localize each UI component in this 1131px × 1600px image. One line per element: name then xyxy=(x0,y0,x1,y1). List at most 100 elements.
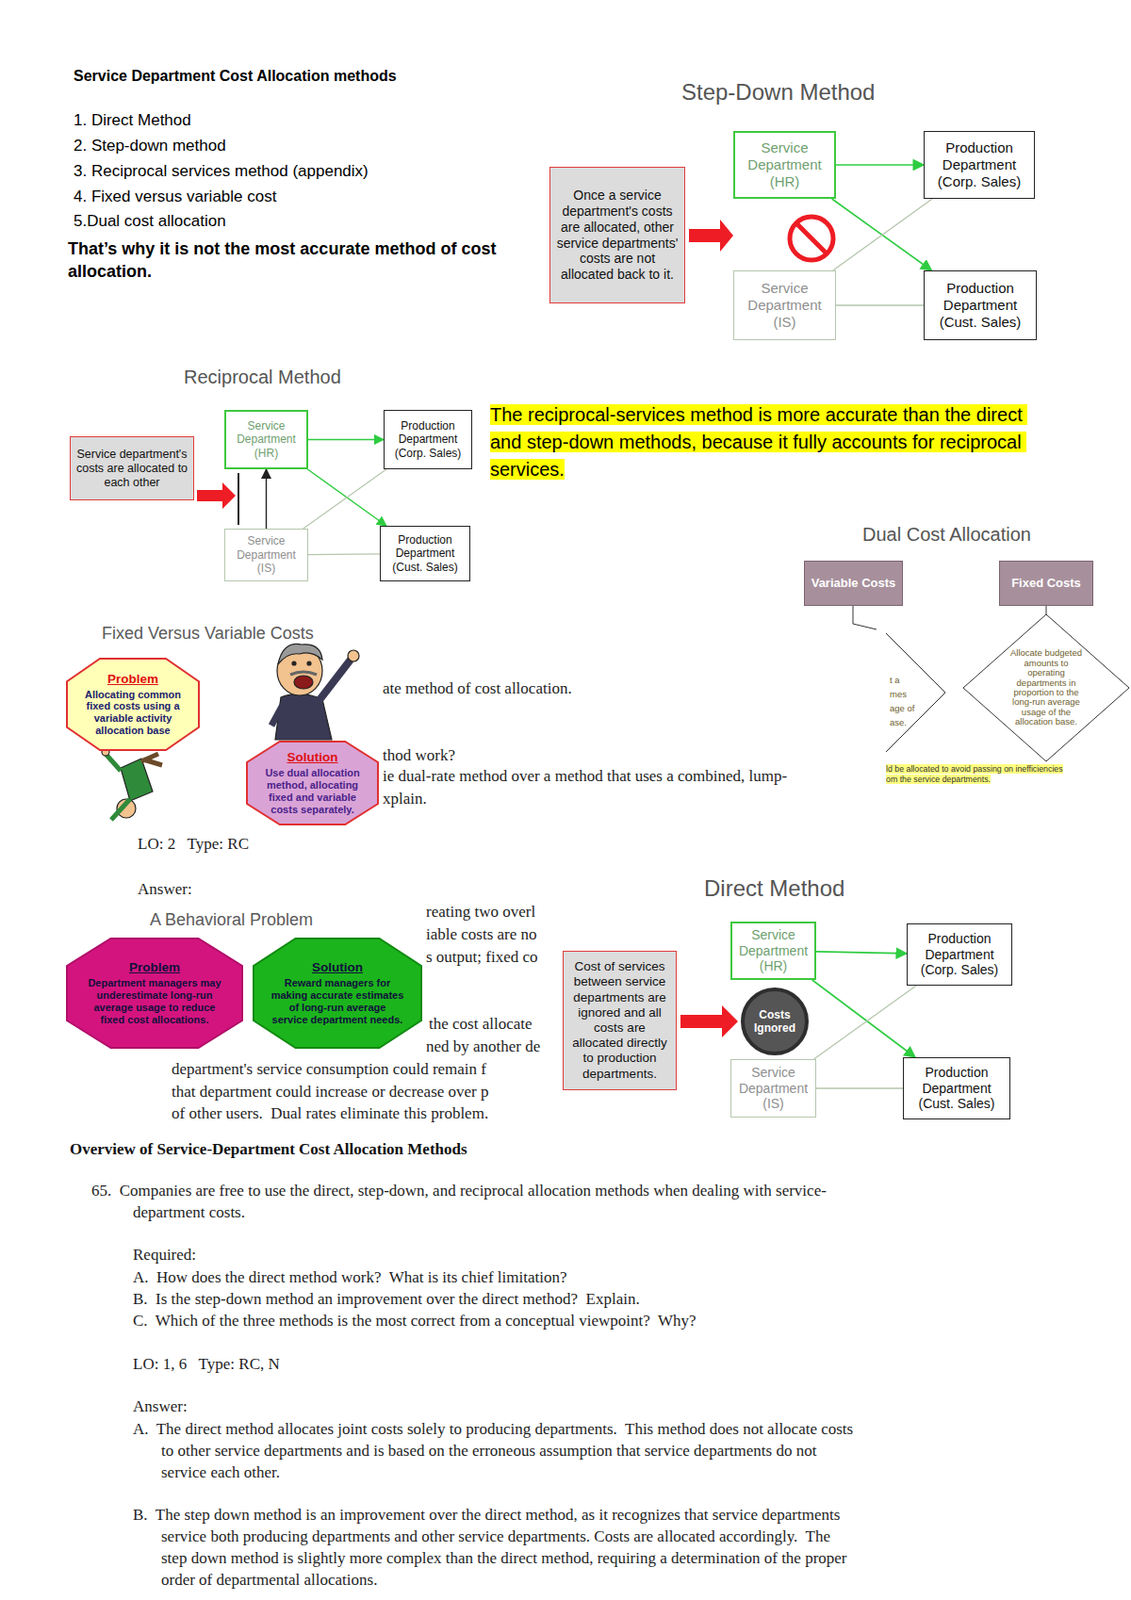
text-fragment-box: department's service consumption could r… xyxy=(171,1058,487,1081)
shape-heading: Solution xyxy=(311,960,363,976)
section-title-box: Step-Down Method xyxy=(681,79,875,106)
text-fragment: department's service consumption could r… xyxy=(171,1060,487,1079)
required-heading: Required: xyxy=(132,1245,197,1264)
shape-text: Production Department (Cust. Sales) xyxy=(927,279,1033,331)
highlight-note-box: om the service departments. xyxy=(885,774,991,785)
shape-text: Cost of services between service departm… xyxy=(568,959,672,1082)
text-fragment: ate method of cost allocation. xyxy=(382,679,573,698)
laughing-man-cartoon xyxy=(290,672,317,675)
laughing-man-cartoon xyxy=(294,675,313,689)
list-item-box: 3. Reciprocal services method (appendix) xyxy=(73,162,369,181)
costs-ignored-circle: Costs Ignored xyxy=(740,987,809,1056)
highlight-note-box: The reciprocal-services method is more a… xyxy=(490,401,1056,484)
service-dept-box: Service Department (IS) xyxy=(224,528,309,582)
text-fragment-box: age of xyxy=(889,703,915,714)
connector xyxy=(816,951,907,954)
connector xyxy=(816,1087,903,1089)
text-fragment-box: the cost allocate xyxy=(428,1013,533,1035)
octagon-outline xyxy=(253,938,422,1049)
shape-text: Service Department (IS) xyxy=(737,279,833,331)
connector xyxy=(835,304,924,306)
list-item: 5.Dual cost allocation xyxy=(73,212,227,230)
connector xyxy=(308,553,380,556)
dual-diagram-lines xyxy=(852,606,946,753)
shape-text: Department managers may underestimate lo… xyxy=(83,977,226,1027)
page-heading: Service Department Cost Allocation metho… xyxy=(73,67,397,85)
question-text: 65. Companies are free to use the direct… xyxy=(91,1181,827,1222)
production-dept-box: Production Department (Cust. Sales) xyxy=(923,270,1037,341)
section-title: Step-Down Method xyxy=(681,79,875,105)
section-title: Dual Cost Allocation xyxy=(862,524,1032,545)
text-fragment-box: ie dual-rate method over a method that u… xyxy=(382,765,787,787)
service-dept-box: Service Department (HR) xyxy=(730,921,817,981)
text-fragment: the cost allocate xyxy=(428,1015,533,1033)
callout-box: Cost of services between service departm… xyxy=(562,950,677,1091)
text-fragment: s output; fixed co xyxy=(426,948,539,967)
connector xyxy=(303,469,387,529)
text-fragment: mes xyxy=(889,688,907,700)
connector xyxy=(1046,606,1048,615)
falling-man-cartoon xyxy=(120,758,153,802)
section-title: Direct Method xyxy=(704,875,845,902)
section-title-box: A Behavioral Problem xyxy=(149,910,313,931)
shape-text: Reward managers for making accurate esti… xyxy=(270,977,405,1027)
red-arrow xyxy=(688,219,734,252)
question-text-box: 65. Companies are free to use the direct… xyxy=(91,1180,859,1224)
text-fragment-box: that department could increase or decrea… xyxy=(171,1081,490,1103)
laughing-man-cartoon xyxy=(278,643,323,665)
connector xyxy=(265,469,267,529)
shape-text: Use dual allocation method, allocating f… xyxy=(263,767,361,817)
shape-text: Production Department (Corp. Sales) xyxy=(910,931,1009,979)
section-title-box: Fixed Versus Variable Costs xyxy=(101,623,314,644)
meta-line: LO: 2 Type: RC xyxy=(137,835,249,853)
meta-line-box: LO: 2 Type: RC xyxy=(137,833,249,855)
solution-octagon: SolutionReward managers for making accur… xyxy=(253,938,422,1049)
problem-octagon: ProblemDepartment managers may underesti… xyxy=(66,938,243,1049)
section-title: Reciprocal Method xyxy=(183,366,342,388)
text-fragment-box: t a xyxy=(889,674,901,686)
production-dept-box: Production Department (Corp. Sales) xyxy=(383,409,473,470)
text-fragment-box: xplain. xyxy=(382,787,427,810)
text-fragment: xplain. xyxy=(382,789,427,808)
production-dept-box: Production Department (Cust. Sales) xyxy=(902,1057,1011,1120)
octagon-outline xyxy=(66,658,199,751)
answer-item-box: A. The direct method allocates joint cos… xyxy=(132,1418,854,1484)
text-fragment: age of xyxy=(889,703,915,714)
list-item-box: 1. Direct Method xyxy=(73,111,192,131)
allocation-diamond: Allocate budgeted amounts to operating d… xyxy=(963,614,1130,762)
text-fragment: of other users. Dual rates eliminate thi… xyxy=(171,1104,489,1123)
meta-line-box: LO: 1, 6 Type: RC, N xyxy=(132,1353,280,1376)
shape-text: Variable Costs xyxy=(811,575,897,591)
question-item-box: B. Is the step-down method an improvemen… xyxy=(132,1288,640,1311)
production-dept-box: Production Department (Corp. Sales) xyxy=(923,131,1035,199)
meta-line: LO: 1, 6 Type: RC, N xyxy=(132,1355,280,1374)
text-fragment: iable costs are no xyxy=(426,925,538,944)
octagon-outline xyxy=(66,938,243,1049)
highlight-note: The reciprocal-services method is more a… xyxy=(490,404,1028,480)
text-fragment: reating two overl xyxy=(426,902,536,921)
text-fragment-box: reating two overl xyxy=(426,901,536,923)
answer-item: B. The step down method is an improvemen… xyxy=(132,1506,852,1590)
answer-heading-box: Answer: xyxy=(132,1395,188,1418)
text-fragment-box: mes xyxy=(889,688,907,700)
text-fragment: that department could increase or decrea… xyxy=(171,1082,490,1101)
service-dept-box: Service Department (IS) xyxy=(733,270,836,341)
falling-man-cartoon xyxy=(105,754,131,820)
question-item-box: C. Which of the three methods is the mos… xyxy=(132,1310,697,1332)
answer-heading: Answer: xyxy=(132,1397,188,1416)
list-item-box: 5.Dual cost allocation xyxy=(73,212,227,231)
section-heading: Overview of Service-Department Cost Allo… xyxy=(69,1140,468,1159)
text-fragment-box: ate method of cost allocation. xyxy=(382,677,573,700)
dual-diagram-lines xyxy=(885,633,946,753)
required-heading-box: Required: xyxy=(132,1244,197,1266)
shape-heading: Solution xyxy=(287,750,339,766)
service-dept-box: Service Department (HR) xyxy=(733,131,836,199)
production-dept-box: Production Department (Cust. Sales) xyxy=(379,525,471,582)
list-item-box: 2. Step-down method xyxy=(73,136,227,156)
shape-heading: Problem xyxy=(129,960,181,976)
shape-text: Allocate budgeted amounts to operating d… xyxy=(1005,648,1087,728)
shape-text: Service Department (HR) xyxy=(737,139,832,191)
no-symbol xyxy=(796,223,827,254)
shape-text: Production Department (Cust. Sales) xyxy=(906,1065,1007,1113)
